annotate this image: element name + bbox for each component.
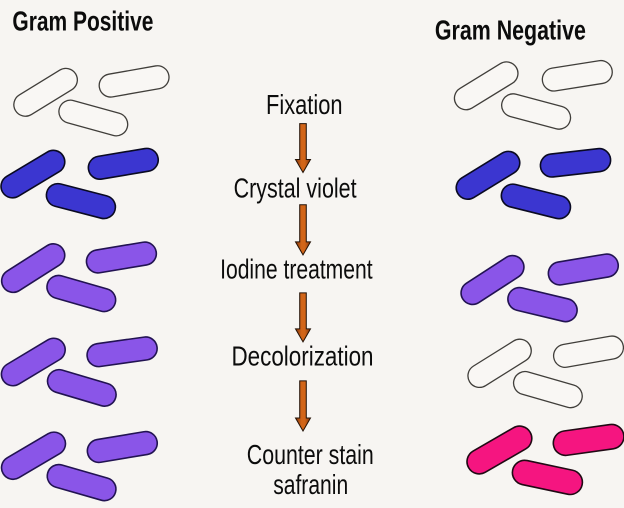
svg-text:Iodine treatment: Iodine treatment	[220, 254, 373, 285]
svg-text:safranin: safranin	[273, 469, 348, 500]
svg-text:Crystal violet: Crystal violet	[234, 173, 357, 204]
svg-text:Counter stain: Counter stain	[247, 439, 374, 470]
svg-text:Fixation: Fixation	[266, 89, 343, 120]
svg-text:Gram Positive: Gram Positive	[12, 6, 153, 37]
svg-text:Decolorization: Decolorization	[232, 341, 374, 372]
svg-text:Gram Negative: Gram Negative	[435, 14, 586, 45]
